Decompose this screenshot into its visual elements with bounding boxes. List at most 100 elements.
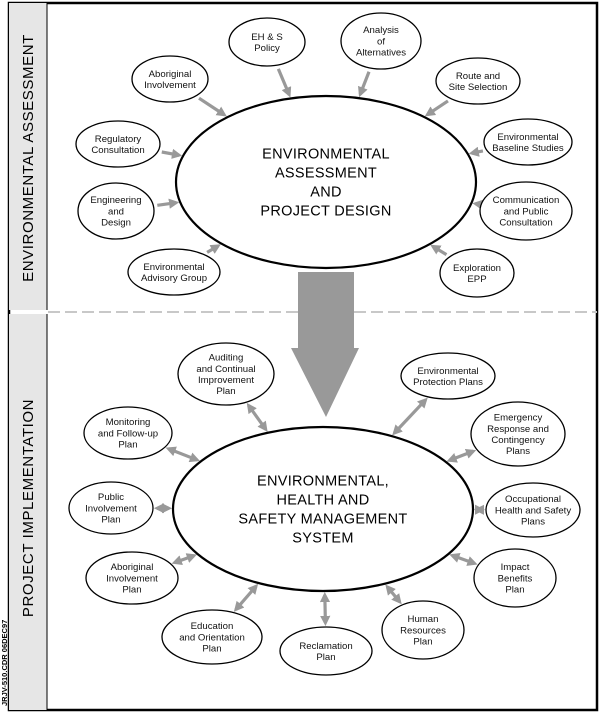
environmental-baseline-studies-label: Environmental xyxy=(497,132,558,143)
auditing-and-continual-improvement-plan-node xyxy=(177,342,275,406)
impact-benefits-plan-label: Plan xyxy=(505,585,524,596)
communication-and-public-consultation-label: and Public xyxy=(504,206,549,217)
reclamation-plan-label: Reclamation xyxy=(299,641,352,652)
aboriginal-involvement-plan-node xyxy=(85,551,179,605)
impact-benefits-plan-label: Impact xyxy=(501,562,530,573)
emergency-response-and-contingency-plans-node xyxy=(470,401,566,467)
human-resources-plan-label: Human xyxy=(408,614,439,625)
human-resources-plan-node xyxy=(381,600,465,660)
public-involvement-plan-label: Plan xyxy=(101,515,120,526)
implementation-band-label: PROJECT IMPLEMENTATION xyxy=(20,399,37,617)
engineering-and-design-label: and xyxy=(108,206,124,217)
human-resources-plan-label: Plan xyxy=(413,637,432,648)
environmental-protection-plans-node xyxy=(400,352,496,400)
environmental-advisory-group-connector xyxy=(206,244,221,254)
environmental-baseline-studies-label: Baseline Studies xyxy=(492,143,564,154)
emergency-response-and-contingency-plans-label: Emergency xyxy=(494,413,543,424)
analysis-of-alternatives-node xyxy=(340,12,422,70)
aboriginal-involvement-plan-connector xyxy=(171,553,197,566)
implementation-hub-line: HEALTH AND xyxy=(277,493,370,509)
emergency-response-and-contingency-plans-label: Plans xyxy=(506,446,530,457)
public-involvement-plan-label: Involvement xyxy=(85,503,137,514)
communication-and-public-consultation-node xyxy=(479,181,573,241)
assessment-hub-line: ENVIRONMENTAL xyxy=(262,147,390,163)
implementation-hub-ellipse xyxy=(171,425,475,593)
education-and-orientation-plan-label: Education xyxy=(191,621,234,632)
reclamation-plan-node xyxy=(279,626,373,676)
environmental-protection-plans-label: Environmental xyxy=(417,366,478,377)
regulatory-consultation-connector xyxy=(161,148,183,159)
eh-s-policy-connector xyxy=(276,68,292,98)
occupational-health-and-safety-plans-node xyxy=(485,482,581,538)
route-and-site-selection-node xyxy=(435,57,521,105)
auditing-and-continual-improvement-plan-label: Auditing xyxy=(209,353,244,364)
route-and-site-selection-connector xyxy=(424,99,449,117)
monitoring-and-follow-up-plan-label: and Follow-up xyxy=(98,428,158,439)
public-involvement-plan-label: Public xyxy=(98,492,124,503)
analysis-of-alternatives-label: Alternatives xyxy=(356,48,406,59)
aboriginal-involvement-connector xyxy=(198,96,227,117)
education-and-orientation-plan-connector xyxy=(233,583,259,612)
environmental-advisory-group-label: Environmental xyxy=(143,262,204,273)
eh-s-policy-label: Policy xyxy=(254,43,280,54)
exploration-epp-label: Exploration xyxy=(453,263,501,274)
exploration-epp-connector xyxy=(430,244,448,256)
regulatory-consultation-label: Regulatory xyxy=(95,134,142,145)
implementation-hub-line: SYSTEM xyxy=(292,531,353,547)
occupational-health-and-safety-plans-label: Health and Safety xyxy=(495,505,571,516)
aboriginal-involvement-plan-label: Aboriginal xyxy=(111,562,154,573)
assessment-hub-line: ASSESSMENT xyxy=(275,166,377,182)
aboriginal-involvement-label: Aboriginal xyxy=(149,69,192,80)
aboriginal-involvement-node xyxy=(131,55,209,103)
monitoring-and-follow-up-plan-label: Monitoring xyxy=(106,417,151,428)
emergency-response-and-contingency-plans-label: Response and xyxy=(487,424,549,435)
analysis-of-alternatives-connector xyxy=(358,71,371,98)
assessment-band-label: ENVIRONMENTAL ASSESSMENT xyxy=(20,34,37,282)
engineering-and-design-connector xyxy=(157,198,180,209)
education-and-orientation-plan-label: and Orientation xyxy=(179,632,245,643)
route-and-site-selection-label: Route and xyxy=(456,71,500,82)
assessment-band xyxy=(9,3,47,310)
route-and-site-selection-label: Site Selection xyxy=(449,82,508,93)
environmental-baseline-studies-node xyxy=(483,118,573,166)
eh-s-policy-label: EH & S xyxy=(251,32,282,43)
impact-benefits-plan-label: Benefits xyxy=(498,573,533,584)
exploration-epp-label: EPP xyxy=(467,274,486,285)
environmental-protection-plans-label: Protection Plans xyxy=(413,377,483,388)
environmental-protection-plans-connector xyxy=(392,397,428,436)
engineering-and-design-label: Engineering xyxy=(90,195,141,206)
monitoring-and-follow-up-plan-label: Plan xyxy=(118,440,137,451)
engineering-and-design-label: Design xyxy=(101,218,131,229)
regulatory-consultation-node xyxy=(75,120,161,168)
aboriginal-involvement-plan-label: Involvement xyxy=(106,573,158,584)
implementation-hub-line: ENVIRONMENTAL, xyxy=(257,474,389,490)
implementation-band xyxy=(9,314,47,710)
environmental-advisory-group-label: Advisory Group xyxy=(141,273,207,284)
transition-arrow xyxy=(291,272,359,417)
environmental-baseline-studies-connector xyxy=(468,146,484,157)
auditing-and-continual-improvement-plan-connector xyxy=(246,402,268,432)
assessment-hub-ellipse xyxy=(174,94,478,270)
implementation-hub-line: SAFETY MANAGEMENT xyxy=(238,512,407,528)
auditing-and-continual-improvement-plan-label: Improvement xyxy=(198,375,254,386)
regulatory-consultation-label: Consultation xyxy=(91,145,144,156)
environmental-advisory-group-node xyxy=(127,248,221,296)
communication-and-public-consultation-label: Consultation xyxy=(499,218,552,229)
impact-benefits-plan-connector xyxy=(449,553,478,566)
human-resources-plan-connector xyxy=(385,584,402,605)
occupational-health-and-safety-plans-label: Occupational xyxy=(505,494,561,505)
reclamation-plan-connector xyxy=(319,591,331,627)
eh-s-policy-node xyxy=(228,17,306,67)
education-and-orientation-plan-label: Plan xyxy=(202,644,221,655)
aboriginal-involvement-label: Involvement xyxy=(144,80,196,91)
impact-benefits-plan-node xyxy=(473,548,557,608)
aboriginal-involvement-plan-label: Plan xyxy=(122,585,141,596)
reclamation-plan-label: Plan xyxy=(316,652,335,663)
exploration-epp-node xyxy=(439,248,515,298)
auditing-and-continual-improvement-plan-label: Plan xyxy=(216,386,235,397)
analysis-of-alternatives-label: Analysis xyxy=(363,25,399,36)
assessment-hub-line: PROJECT DESIGN xyxy=(260,204,391,220)
auditing-and-continual-improvement-plan-label: and Continual xyxy=(196,364,255,375)
drawing-code: JRJV-510.CDR 06DEC97 xyxy=(0,620,9,706)
